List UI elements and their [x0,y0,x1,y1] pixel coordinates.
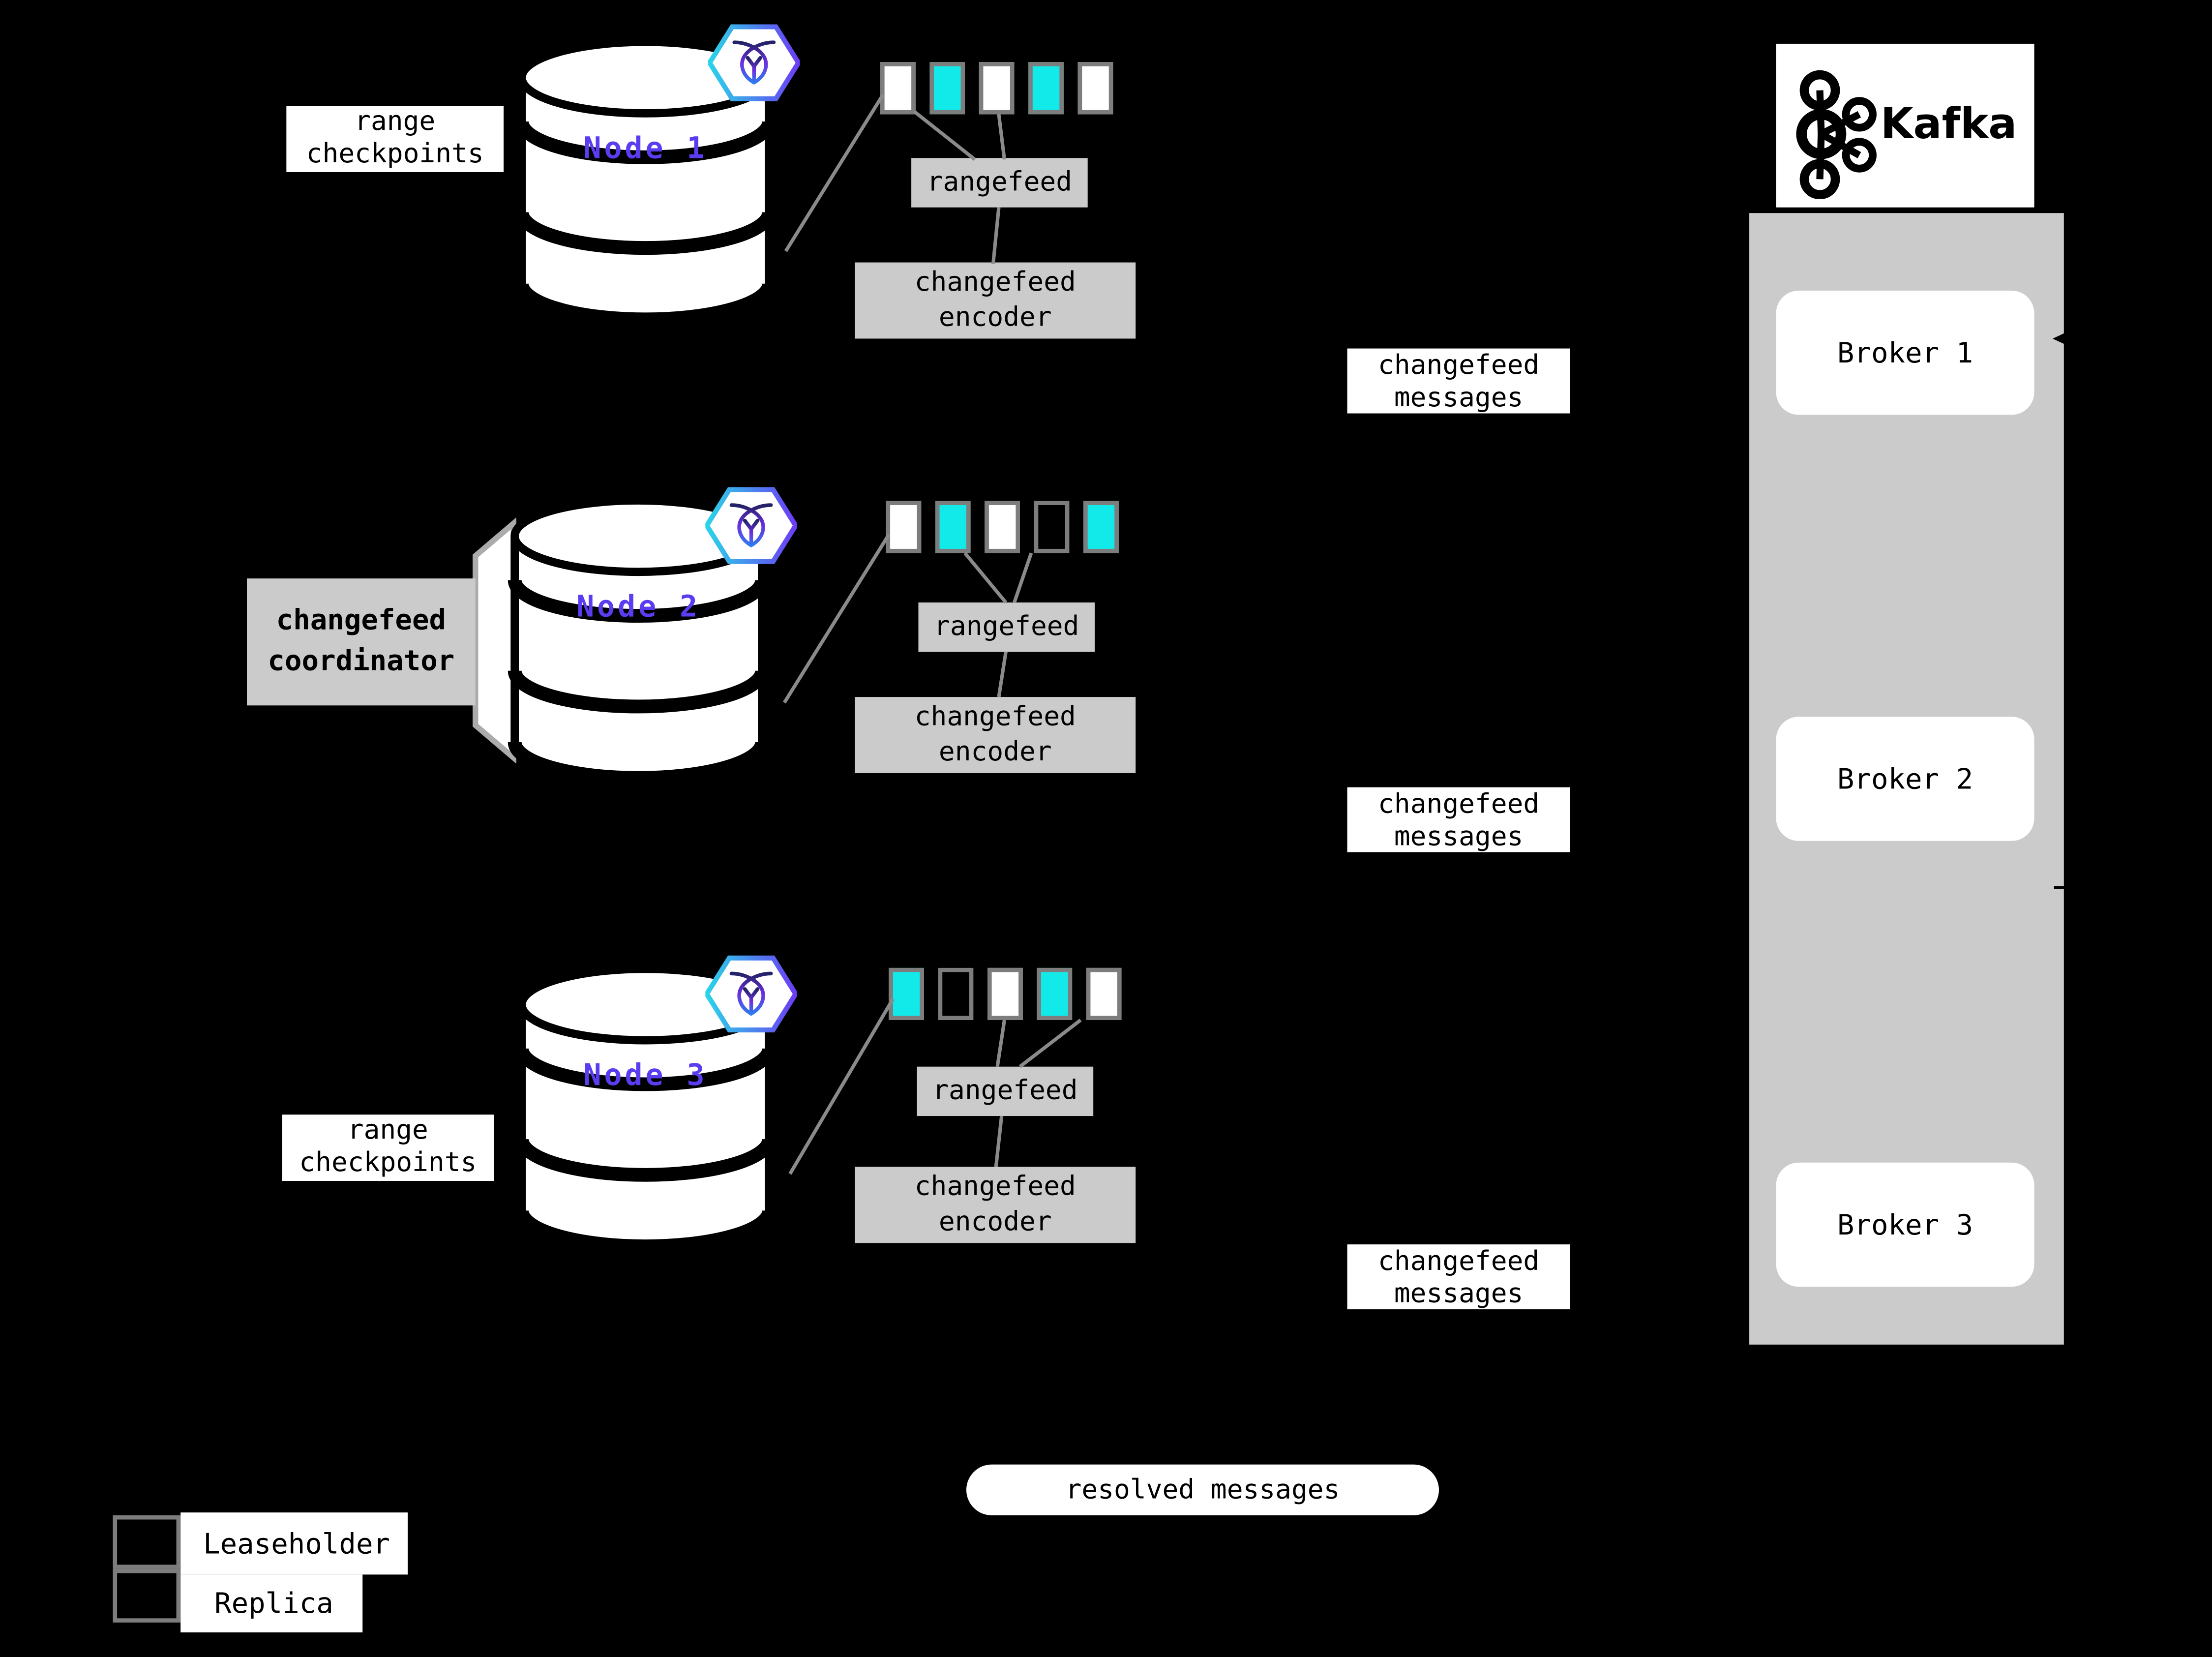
legend-swatch-leaseholder [113,1515,181,1569]
coordinator-line2: coordinator [268,643,455,677]
legend-label-replica: Replica [180,1574,363,1632]
range-square [1034,501,1070,553]
range-square [1083,501,1119,553]
node-3-ranges [889,967,1122,1021]
range-checkpoints-label: range checkpoints [282,1115,494,1181]
changefeed-messages-label: changefeed messages [1347,348,1570,414]
messages-line2: messages [1394,1278,1524,1310]
node-3-label: Node 3 [583,1058,708,1092]
rangefeed-box: rangefeed [917,1066,1094,1116]
encoder-line2: encoder [938,1206,1052,1237]
node-1-label: Node 1 [583,131,708,165]
kafka-logo-icon [1796,70,1877,199]
range-square [987,967,1023,1021]
connector-line [782,534,891,704]
range-square [880,62,916,115]
encoder-line1: changefeed [914,267,1076,298]
kafka-logo: Kafka [1776,43,2034,208]
range-square [935,501,971,553]
coordinator-callout [472,517,516,764]
changefeed-messages-label: changefeed messages [1347,787,1570,852]
changefeed-encoder-box: changefeed encoder [855,697,1136,774]
connector-line [997,651,1008,697]
connector-line [997,114,1007,160]
messages-line1: changefeed [1378,350,1540,381]
rangefeed-box: rangefeed [911,158,1088,208]
range-checkpoints-line1: range [355,106,436,137]
range-square [886,501,922,553]
broker-box: Broker 1 [1776,290,2034,415]
range-checkpoints-line1: range [347,1115,428,1146]
resolved-messages-pill: resolved messages [966,1464,1439,1515]
connector-line [991,207,1001,264]
encoder-line1: changefeed [914,701,1076,732]
changefeed-encoder-box: changefeed encoder [855,262,1136,339]
connector-line [995,1020,1007,1067]
node-2-ranges [886,501,1119,553]
range-square [889,967,924,1021]
coordinator-line1: changefeed [276,602,447,636]
cockroachdb-logo-icon [705,954,797,1034]
range-square [1086,967,1122,1021]
messages-line2: messages [1394,382,1524,414]
messages-line2: messages [1394,821,1524,852]
range-square [1037,967,1073,1021]
broker-box: Broker 3 [1776,1162,2034,1287]
range-square [979,62,1015,115]
cockroachdb-logo-icon [705,485,797,566]
messages-line1: changefeed [1378,1245,1540,1277]
kafka-wordmark: Kafka [1880,100,2017,150]
encoder-line1: changefeed [914,1171,1076,1203]
range-square [938,967,974,1021]
connector-line [994,1115,1004,1167]
legend-swatch-replica [113,1568,181,1623]
range-square [1077,62,1113,115]
changefeed-messages-label: changefeed messages [1347,1244,1570,1310]
rangefeed-box: rangefeed [918,602,1095,652]
range-square [1028,62,1064,115]
connector-line [913,110,976,161]
connector-line [784,93,885,252]
range-square [985,501,1020,553]
connector-line [788,998,895,1175]
range-checkpoints-label: range checkpoints [286,106,504,172]
node-1-ranges [880,62,1113,115]
changefeed-encoder-box: changefeed encoder [855,1167,1136,1243]
legend-label-leaseholder: Leaseholder [180,1512,408,1575]
range-checkpoints-line2: checkpoints [299,1147,477,1178]
messages-line1: changefeed [1378,788,1540,820]
connector-line [963,552,1008,604]
connector-line [1013,552,1033,603]
range-checkpoints-line2: checkpoints [306,138,484,170]
cockroachdb-logo-icon [708,23,800,103]
encoder-line2: encoder [938,301,1052,333]
range-square [929,62,965,115]
node-2-label: Node 2 [576,590,701,624]
changefeed-coordinator-box: changefeed coordinator [247,578,476,706]
connector-line [1018,1019,1082,1068]
encoder-line2: encoder [938,736,1052,768]
broker-box: Broker 2 [1776,717,2034,841]
